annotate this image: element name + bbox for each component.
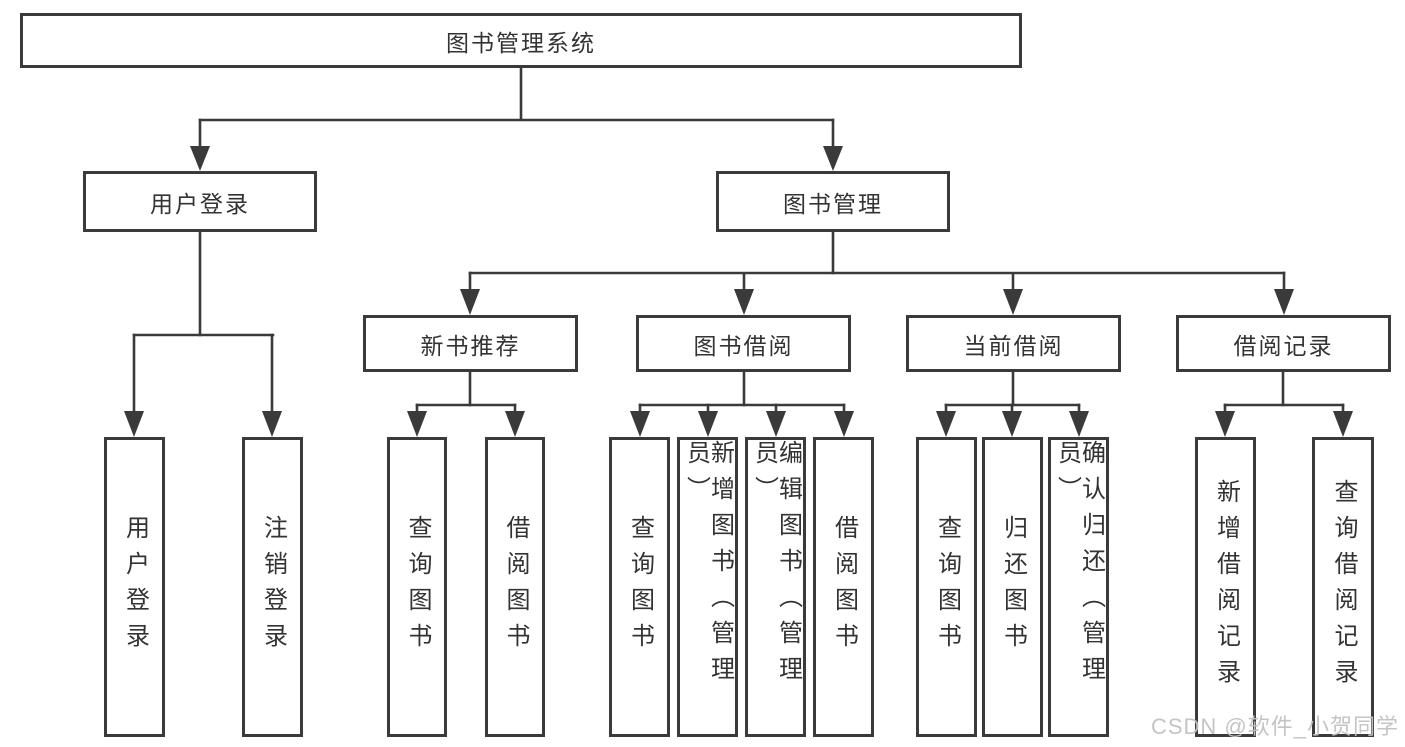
node-leaf-query-books-3: 查询图书 [916, 437, 977, 737]
node-leaf-add-borrow-record: 新增借阅记录 [1195, 437, 1256, 737]
node-leaf-add-books-admin: 新增图书（管理员） [677, 437, 738, 737]
node-leaf-confirm-return-admin: 确认归还（管理员） [1048, 437, 1109, 737]
node-leaf-user-login: 用户登录 [104, 437, 165, 737]
node-borrow-records: 借阅记录 [1176, 315, 1391, 372]
arrowheads [124, 146, 1353, 437]
node-leaf-query-books-1: 查询图书 [387, 437, 447, 737]
node-book-borrowing: 图书借阅 [636, 315, 851, 372]
csdn-watermark: CSDN @软件_小贺同学 [1150, 714, 1399, 739]
node-leaf-return-books: 归还图书 [982, 437, 1043, 737]
node-leaf-logout: 注销登录 [242, 437, 303, 737]
node-book-management: 图书管理 [716, 171, 950, 232]
node-leaf-query-borrow-record: 查询借阅记录 [1312, 437, 1374, 737]
node-leaf-borrow-books-1: 借阅图书 [485, 437, 545, 737]
node-user-login: 用户登录 [83, 171, 317, 232]
node-new-book-recommend: 新书推荐 [363, 315, 578, 372]
node-current-borrowing: 当前借阅 [906, 315, 1121, 372]
node-leaf-borrow-books-2: 借阅图书 [813, 437, 874, 737]
node-leaf-query-books-2: 查询图书 [609, 437, 670, 737]
node-leaf-edit-books-admin: 编辑图书（管理员） [745, 437, 806, 737]
node-root-library-system: 图书管理系统 [20, 13, 1022, 68]
